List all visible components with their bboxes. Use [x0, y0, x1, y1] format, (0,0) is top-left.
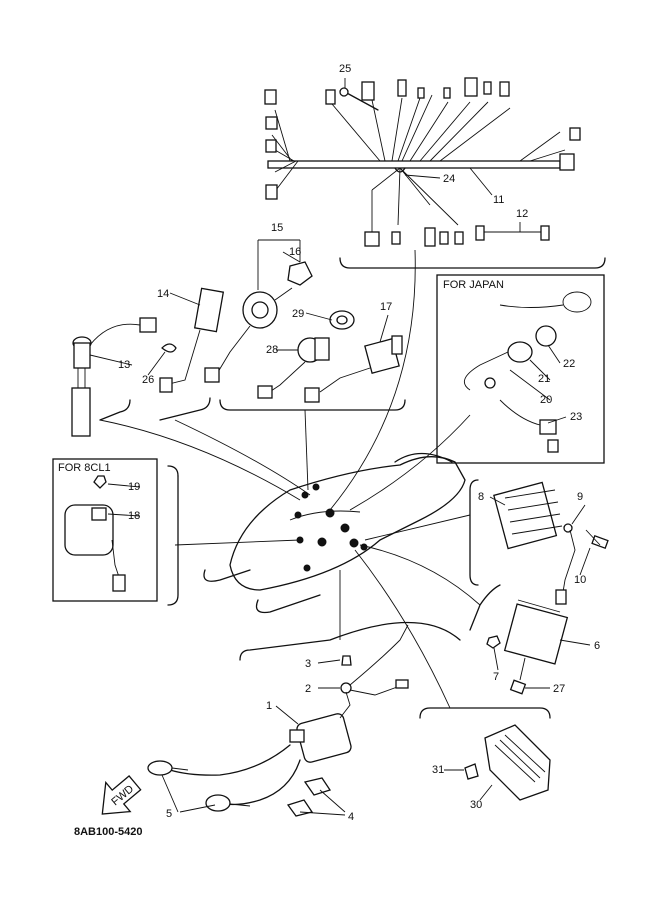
ignition-group: FWD — [101, 621, 461, 817]
callout-20: 20 — [540, 394, 552, 406]
callout-24: 24 — [443, 173, 455, 185]
callout-5: 5 — [166, 808, 172, 820]
callout-4: 4 — [348, 811, 354, 823]
callout-16: 16 — [289, 246, 301, 258]
callout-30: 30 — [470, 799, 482, 811]
bracket-group — [419, 707, 551, 801]
callout-15: 15 — [271, 222, 283, 234]
callout-7: 7 — [493, 671, 499, 683]
callout-19: 19 — [128, 481, 140, 493]
left-components — [71, 287, 225, 437]
callout-numbers: 1 2 3 4 5 6 7 8 9 10 11 12 13 14 15 16 1… — [118, 63, 600, 823]
callout-27: 27 — [553, 683, 565, 695]
callout-31: 31 — [432, 764, 444, 776]
callout-12: 12 — [516, 208, 528, 220]
model-inset: FOR 8CL1 — [52, 458, 158, 602]
callout-22: 22 — [563, 358, 575, 370]
callout-3: 3 — [305, 658, 311, 670]
model-inset-label: FOR 8CL1 — [58, 462, 111, 474]
wire-harness — [264, 77, 606, 269]
callout-leaders — [89, 78, 591, 816]
japan-inset-label: FOR JAPAN — [443, 279, 504, 291]
callout-1: 1 — [266, 700, 272, 712]
switch-components — [204, 239, 406, 411]
japan-inset: FOR JAPAN — [436, 274, 605, 464]
callout-8: 8 — [478, 491, 484, 503]
snowmobile-body — [203, 452, 466, 614]
callout-21: 21 — [538, 373, 550, 385]
callout-26: 26 — [142, 374, 154, 386]
diagram-code: 8AB100-5420 — [74, 826, 143, 838]
callout-10: 10 — [574, 574, 586, 586]
callout-11: 11 — [493, 194, 504, 206]
callout-28: 28 — [266, 344, 278, 356]
callout-9: 9 — [577, 491, 583, 503]
callout-14: 14 — [157, 288, 169, 300]
callout-17: 17 — [380, 301, 392, 313]
cdi-group — [469, 584, 569, 695]
regulator-group — [469, 479, 609, 605]
callout-23: 23 — [570, 411, 582, 423]
callout-25: 25 — [339, 63, 351, 75]
callout-2: 2 — [305, 683, 311, 695]
callout-29: 29 — [292, 308, 304, 320]
callout-13: 13 — [118, 359, 130, 371]
callout-6: 6 — [594, 640, 600, 652]
leader-lines — [99, 249, 481, 709]
